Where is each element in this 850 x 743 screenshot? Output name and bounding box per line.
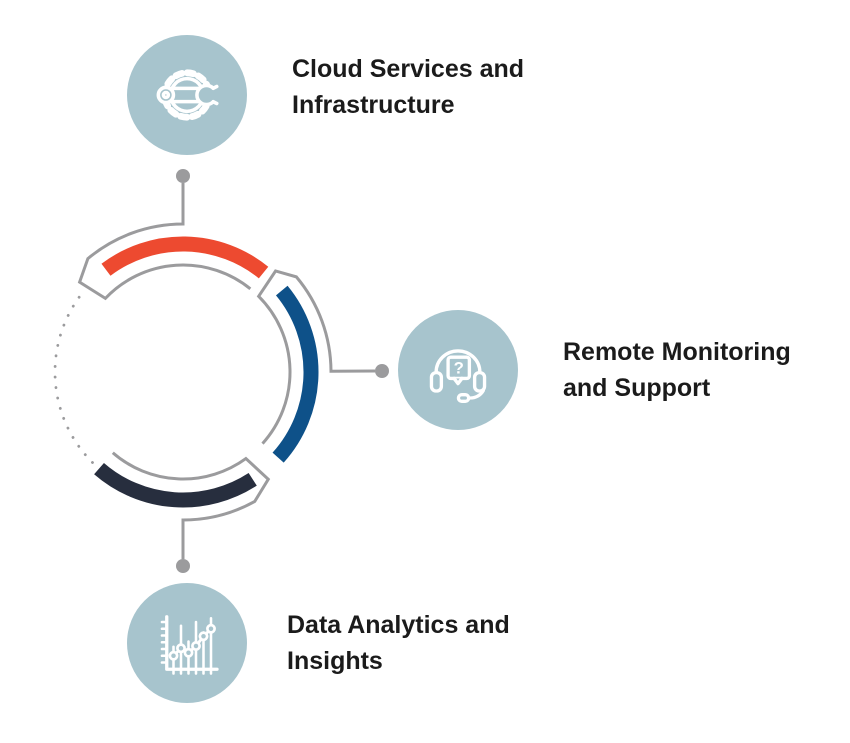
analytics-chart-icon (160, 615, 219, 675)
label-line: Remote Monitoring (563, 338, 791, 366)
remote-segment-outline (256, 269, 376, 445)
gear-wrench-icon (156, 69, 219, 121)
remote-leader-dot (375, 364, 389, 378)
data-leader-dot (176, 559, 190, 573)
label-line: Cloud Services and (292, 55, 525, 83)
cloud-leader-dot (176, 169, 190, 183)
cloud-services-icon-bubble (127, 35, 247, 155)
headset-support-icon: ? (429, 349, 487, 404)
remote-monitoring-label: Remote Monitoring and Support (563, 334, 791, 406)
dotted-arc (53, 290, 94, 464)
cloud-segment-arc (101, 236, 269, 279)
data-segment-arc (94, 462, 257, 508)
remote-segment-arc (272, 285, 319, 463)
data-analytics-label: Data Analytics and Insights (287, 607, 510, 679)
data-segment-outline (111, 451, 271, 559)
label-line: and Support (563, 374, 711, 402)
label-line: Insights (287, 647, 383, 675)
label-line: Infrastructure (292, 91, 455, 119)
remote-support-icon-bubble: ? (398, 310, 518, 430)
label-line: Data Analytics and (287, 611, 510, 639)
question-mark-glyph: ? (454, 359, 464, 378)
cloud-services-label: Cloud Services and Infrastructure (292, 51, 524, 123)
data-analytics-icon-bubble (127, 583, 247, 703)
cloud-segment-outline (77, 183, 252, 301)
